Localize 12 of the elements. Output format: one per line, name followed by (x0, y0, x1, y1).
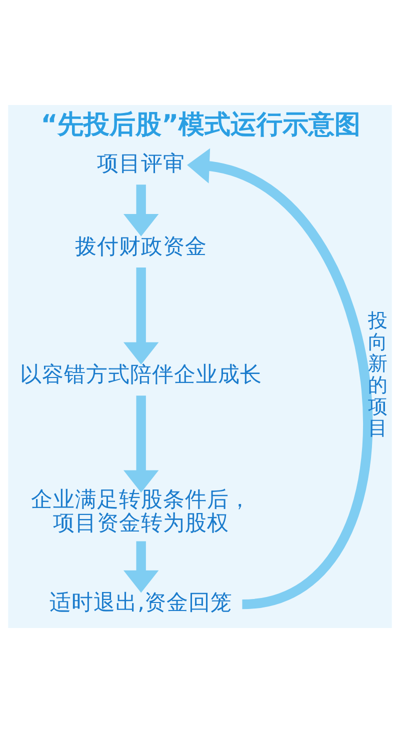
node-text: 拨付财政资金 (75, 234, 208, 260)
node-text: 以容错方式陪伴企业成长 (20, 362, 262, 388)
arrow (187, 148, 372, 609)
node-text: 项目评审 (97, 151, 186, 176)
node-text: 适时退出,资金回笼 (50, 590, 233, 616)
arrow (123, 395, 159, 492)
node-text: 企业满足转股条件后，项目资金转为股权 (31, 486, 252, 536)
diagram-title: “先投后股”模式运行示意图 (40, 110, 361, 140)
arrow (123, 267, 159, 364)
arrow (123, 184, 159, 236)
edge-label: 投向新的项目 (368, 308, 387, 440)
arrow (123, 540, 159, 592)
